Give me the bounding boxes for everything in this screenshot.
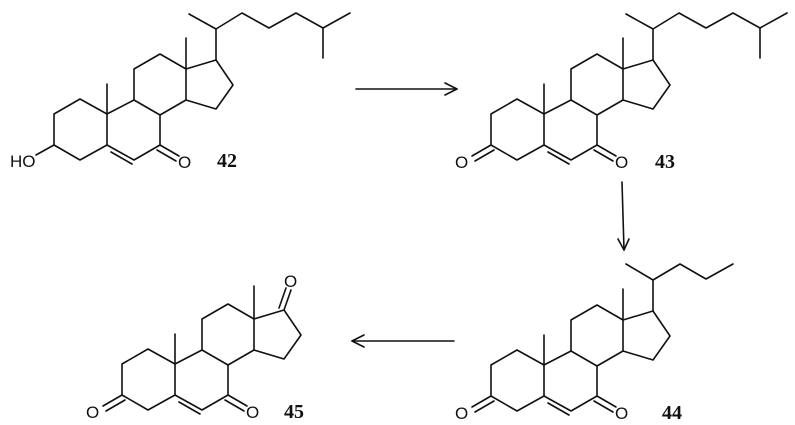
side-chain [188, 12, 351, 61]
compound-45: O O O 45 [86, 272, 304, 423]
c3-oh-bond [35, 144, 55, 156]
steroid-nucleus [53, 37, 234, 165]
c3-oxygen-label: O [86, 403, 99, 422]
c17-oxygen-label: O [284, 272, 297, 291]
compound-42: HO O 42 [10, 12, 351, 172]
reaction-arrow-left [351, 334, 455, 348]
compound-label-44: 44 [662, 402, 682, 424]
compound-44: O O 44 [455, 263, 734, 424]
c3-ketone [471, 144, 495, 162]
hydroxyl-label: HO [10, 152, 36, 171]
compound-label-42: 42 [217, 150, 237, 172]
compound-label-43: 43 [655, 151, 675, 173]
c7-oxygen-label: O [615, 153, 628, 172]
c7-oxygen-label: O [246, 403, 259, 422]
c17-ketone [283, 289, 292, 311]
compound-43: O O 43 [455, 12, 788, 173]
c3-ketone [471, 395, 495, 413]
steroid-nucleus [490, 288, 671, 416]
c3-ketone [102, 394, 126, 412]
steroid-nucleus [490, 37, 671, 165]
side-chain [625, 263, 734, 312]
reaction-arrow-right [355, 82, 458, 96]
c7-oxygen-label: O [615, 404, 628, 423]
side-chain [625, 12, 788, 61]
c3-oxygen-label: O [455, 404, 468, 423]
c7-oxygen-label: O [178, 153, 191, 172]
compound-label-45: 45 [284, 401, 304, 423]
c3-oxygen-label: O [455, 153, 468, 172]
reaction-arrow-down [617, 181, 630, 251]
